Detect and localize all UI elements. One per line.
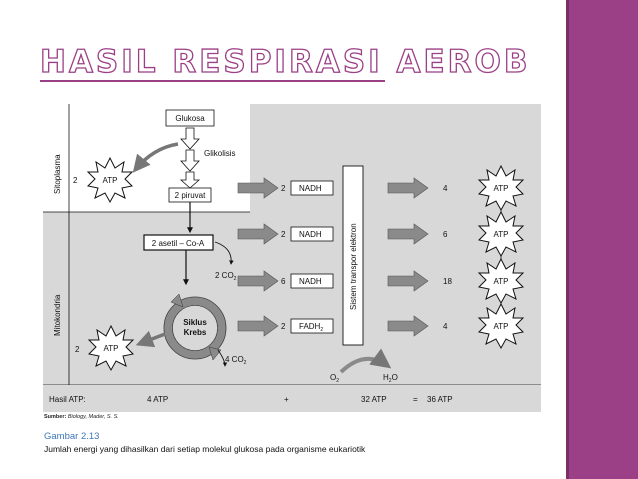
svg-text:ATP: ATP [103, 176, 118, 185]
svg-text:ATP: ATP [494, 184, 509, 193]
label-mitokondria: Mitokondria [53, 294, 62, 336]
carrier-name: NADH [299, 230, 322, 239]
glukosa-box [165, 109, 215, 127]
result-label: Hasil ATP: [49, 395, 86, 404]
figure-number: Gambar 2.13 [44, 431, 100, 442]
carrier-row: 2 FADH2 4 ATP [237, 303, 524, 349]
etc-atp-count: 18 [443, 277, 452, 286]
asetil-label: 2 asetil – Co-A [152, 239, 205, 248]
etc-atp-burst: ATP [478, 258, 524, 304]
atp-krebs-count: 2 [75, 345, 80, 354]
piruvat-label: 2 piruvat [175, 191, 206, 200]
krebs-label-2: Krebs [184, 328, 207, 337]
carrier-count: 2 [281, 184, 286, 193]
carrier-count: 2 [281, 230, 286, 239]
etc-box [342, 165, 364, 346]
etc-atp-count: 6 [443, 230, 448, 239]
glikolisis-label: Glikolisis [204, 149, 236, 158]
carrier-count: 6 [281, 277, 286, 286]
co2-label-4: 4 CO2 [225, 355, 247, 366]
carrier-name: FADH2 [299, 322, 323, 333]
svg-text:ATP: ATP [494, 277, 509, 286]
slide-title: HASIL RESPIRASI AEROB [39, 43, 531, 80]
carrier-name: NADH [299, 277, 322, 286]
source-caption: Sumber: Biology, Mader, S. S. [44, 414, 119, 420]
slide-accent-edge [566, 0, 569, 479]
atp-krebs-burst: ATP [88, 325, 134, 371]
svg-text:ATP: ATP [494, 322, 509, 331]
carrier-box [290, 180, 334, 196]
o2-label: O2 [330, 373, 339, 384]
krebs-atp-arrow [135, 330, 166, 348]
co2-label-2: 2 CO2 [215, 271, 237, 282]
result-part1: 4 ATP [147, 395, 168, 404]
svg-text:ATP: ATP [494, 230, 509, 239]
etc-atp-burst: ATP [478, 211, 524, 257]
asetil-box [143, 234, 214, 251]
oxygen-water-arrow [339, 348, 392, 374]
carrier-box [290, 226, 334, 242]
etc-atp-burst: ATP [478, 303, 524, 349]
result-row [43, 385, 541, 412]
respiration-diagram: Sitoplasma Mitokondria Glukosa Glikolisi… [43, 104, 541, 412]
krebs-cycle [163, 293, 227, 361]
carrier-row: 2 NADH 4 ATP [237, 165, 524, 211]
carrier-box [290, 273, 334, 289]
krebs-co2-arrow [217, 349, 228, 367]
carrier-row: 2 NADH 6 ATP [237, 211, 524, 257]
etc-atp-burst: ATP [478, 165, 524, 211]
asetil-co2-arrow [214, 241, 234, 265]
carrier-box [290, 318, 334, 334]
glycolysis-atp-arrow [132, 142, 179, 173]
svg-text:ATP: ATP [104, 344, 119, 353]
carrier-name: NADH [299, 184, 322, 193]
etc-atp-count: 4 [443, 184, 448, 193]
figure-description: Jumlah energi yang dihasilkan dari setia… [44, 444, 366, 454]
glukosa-label: Glukosa [175, 114, 205, 123]
atp-glycolysis-burst: ATP [87, 157, 133, 203]
etc-atp-count: 4 [443, 322, 448, 331]
result-total: 36 ATP [427, 395, 453, 404]
etc-label: Sistem transpor elektron [349, 223, 358, 310]
result-plus: + [284, 395, 289, 404]
carrier-count: 2 [281, 322, 286, 331]
label-sitoplasma: Sitoplasma [53, 154, 62, 194]
atp-glycolysis-count: 2 [73, 176, 78, 185]
carrier-row: 6 NADH 18 ATP [237, 258, 524, 304]
glycolysis-arrow [179, 127, 201, 189]
slide-accent-bar [566, 0, 638, 479]
krebs-label-1: Siklus [183, 318, 207, 327]
title-underline [40, 80, 385, 82]
h2o-label: H2O [383, 373, 398, 384]
result-equals: = [413, 395, 418, 404]
result-part2: 32 ATP [361, 395, 387, 404]
